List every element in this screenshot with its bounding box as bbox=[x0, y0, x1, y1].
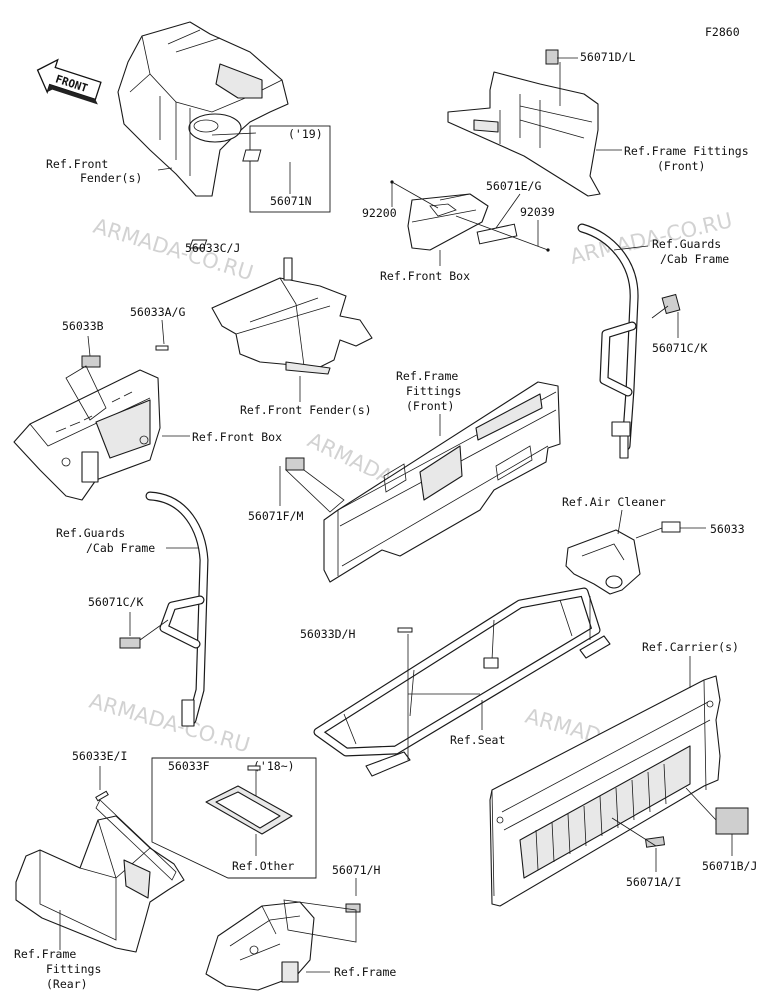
label-ref-guards-top-2: /Cab Frame bbox=[660, 252, 729, 266]
label-ref-guards-top: Ref.Guards bbox=[652, 237, 721, 251]
frame-fittings-front-top-part bbox=[447, 71, 601, 197]
label-56033F-icon bbox=[247, 765, 261, 771]
year19-box bbox=[249, 125, 331, 213]
label-ref-carriers: Ref.Carrier(s) bbox=[642, 640, 739, 654]
guard-cab-frame-left-part bbox=[145, 491, 209, 727]
label-56071CK-left-icon bbox=[119, 637, 141, 649]
label-ref-guards-left: Ref.Guards bbox=[56, 526, 125, 540]
label-56071DL-icon bbox=[545, 49, 559, 65]
label-frame-fittings-rear: Ref.Frame bbox=[14, 947, 76, 961]
label-56033AG: 56033A/G bbox=[130, 305, 185, 319]
label-ref-front-box-mid: Ref.Front Box bbox=[380, 269, 470, 283]
label-ref-front-fender-mid: Ref.Front Fender(s) bbox=[240, 403, 372, 417]
label-ref-front-fender-2: Fender(s) bbox=[80, 171, 142, 185]
label-frame-fittings-center-3: (Front) bbox=[406, 399, 454, 413]
frame-bottom-part bbox=[205, 901, 315, 991]
label-56071H-icon bbox=[345, 903, 361, 913]
label-56033EI-icon bbox=[95, 790, 109, 802]
label-frame-fittings-rear-3: (Rear) bbox=[46, 977, 88, 991]
front-cowl-part bbox=[117, 21, 289, 197]
diagram-code: F2860 bbox=[705, 25, 740, 39]
front-box-dash-part bbox=[13, 369, 161, 501]
label-56033-icon bbox=[661, 521, 681, 533]
label-ref-front-box-left: Ref.Front Box bbox=[192, 430, 282, 444]
label-56071EG: 56071E/G bbox=[486, 179, 541, 193]
other-mat-part bbox=[205, 785, 293, 835]
label-56071AI: 56071A/I bbox=[626, 875, 681, 889]
label-frame-fittings-rear-2: Fittings bbox=[46, 962, 101, 976]
label-92039: 92039 bbox=[520, 205, 555, 219]
year19-label: ('19) bbox=[288, 127, 323, 141]
label-56071FM-icon bbox=[285, 457, 305, 471]
label-frame-fittings-center: Ref.Frame bbox=[396, 369, 458, 383]
label-56033CJ: 56033C/J bbox=[185, 241, 240, 255]
front-fender-floor-part bbox=[211, 257, 373, 375]
air-cleaner-part bbox=[565, 529, 641, 595]
carrier-part bbox=[489, 675, 721, 907]
label-92200: 92200 bbox=[362, 206, 397, 220]
label-frame-fittings-front-top: Ref.Frame Fittings bbox=[624, 144, 749, 158]
label-ref-frame-bottom: Ref.Frame bbox=[334, 965, 396, 979]
label-56071N-icon bbox=[242, 149, 262, 162]
label-ref-other: Ref.Other bbox=[232, 859, 294, 873]
label-56071EG-icon bbox=[476, 223, 518, 245]
label-56033DH: 56033D/H bbox=[300, 627, 355, 641]
label-56033B-icon bbox=[81, 355, 101, 368]
label-56071CK-right-icon bbox=[661, 293, 681, 315]
label-56071CK-right: 56071C/K bbox=[652, 341, 707, 355]
label-ref-guards-left-2: /Cab Frame bbox=[86, 541, 155, 555]
label-ref-seat: Ref.Seat bbox=[450, 733, 505, 747]
label-56071BJ: 56071B/J bbox=[702, 859, 757, 873]
label-56033B: 56033B bbox=[62, 319, 104, 333]
label-56033EI: 56033E/I bbox=[72, 749, 127, 763]
guard-cab-frame-right-part bbox=[577, 223, 639, 459]
label-56033DH-icon bbox=[397, 627, 413, 633]
label-56071DL: 56071D/L bbox=[580, 50, 635, 64]
label-56033CJ-icon bbox=[189, 239, 208, 249]
label-56033F: 56033F bbox=[168, 759, 210, 773]
label-ref-front-fender: Ref.Front bbox=[46, 157, 108, 171]
label-56071FM: 56071F/M bbox=[248, 509, 303, 523]
front-box-small-part bbox=[407, 193, 489, 251]
label-frame-fittings-front-top-2: (Front) bbox=[657, 159, 705, 173]
label-ref-air-cleaner: Ref.Air Cleaner bbox=[562, 495, 666, 509]
label-56071BJ-icon bbox=[715, 807, 749, 835]
frame-fittings-center-part bbox=[323, 381, 561, 583]
label-56033AG-icon bbox=[155, 345, 169, 351]
year18-label: ('18~) bbox=[253, 759, 295, 773]
label-56071CK-left: 56071C/K bbox=[88, 595, 143, 609]
watermark-4: ARMADA-CO.RU bbox=[87, 689, 253, 758]
label-56071H: 56071/H bbox=[332, 863, 381, 877]
label-56071N: 56071N bbox=[270, 194, 312, 208]
seat-frame-part bbox=[313, 587, 611, 777]
front-arrow: FRONT bbox=[36, 58, 102, 105]
year18-box bbox=[151, 757, 317, 879]
label-frame-fittings-center-2: Fittings bbox=[406, 384, 461, 398]
frame-fittings-rear-part bbox=[15, 815, 185, 953]
label-56033: 56033 bbox=[710, 522, 745, 536]
